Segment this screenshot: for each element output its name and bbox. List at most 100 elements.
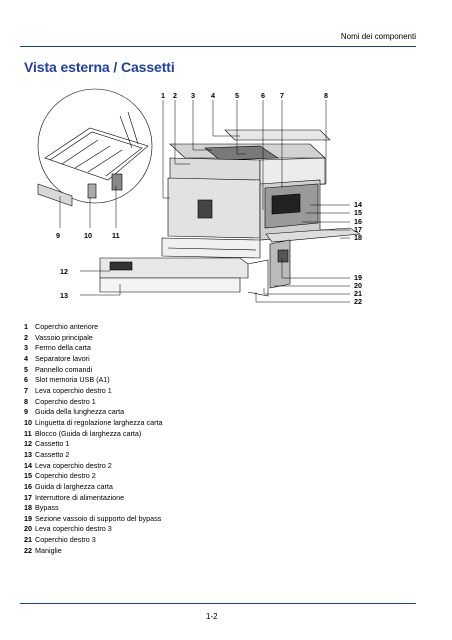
legend-label: Linguetta di regolazione larghezza carta <box>35 417 163 427</box>
legend-number: 22 <box>24 545 32 555</box>
callout-10: 10 <box>84 231 92 240</box>
legend-number: 3 <box>24 343 28 353</box>
callout-13: 13 <box>60 291 68 300</box>
legend-label: Sezione vassoio di supporto del bypass <box>35 513 162 523</box>
section-title: Vista esterna / Cassetti <box>24 59 175 75</box>
legend-label: Bypass <box>35 503 59 513</box>
inset-tray-detail <box>37 111 149 207</box>
legend-label: Separatore lavori <box>35 353 90 363</box>
legend-label: Guida di larghezza carta <box>35 481 113 491</box>
legend-item: 3 Fermo della carta <box>24 343 162 354</box>
legend-number: 2 <box>24 332 28 342</box>
callout-4: 4 <box>211 91 215 100</box>
legend-number: 15 <box>24 471 32 481</box>
legend-label: Blocco (Guida di larghezza carta) <box>35 428 142 438</box>
legend-item: 4 Separatore lavori <box>24 354 162 365</box>
callout-11: 11 <box>112 231 120 240</box>
legend-label: Fermo della carta <box>35 343 91 353</box>
callout-6: 6 <box>261 91 265 100</box>
header-rule <box>20 46 416 47</box>
legend-label: Coperchio anteriore <box>35 322 99 331</box>
callout-1: 1 <box>161 91 165 100</box>
callout-9: 9 <box>56 231 60 240</box>
legend-label: Interruttore di alimentazione <box>35 492 125 502</box>
legend-label: Leva coperchio destro 1 <box>35 385 112 395</box>
callout-20: 20 <box>354 281 362 290</box>
legend-number: 8 <box>24 396 28 406</box>
legend-number: 1 <box>24 322 28 331</box>
legend-number: 16 <box>24 481 32 491</box>
footer-rule <box>20 603 416 604</box>
legend-number: 7 <box>24 385 28 395</box>
legend-number: 19 <box>24 513 32 523</box>
legend-label: Coperchio destro 2 <box>35 471 96 481</box>
legend-number: 21 <box>24 535 32 545</box>
legend-label: Pannello comandi <box>35 364 93 374</box>
legend-number: 20 <box>24 524 32 534</box>
legend-label: Leva coperchio destro 2 <box>35 460 112 470</box>
legend-number: 10 <box>24 417 32 427</box>
callout-8: 8 <box>324 91 328 100</box>
legend-label: Coperchio destro 3 <box>35 535 96 545</box>
legend-number: 9 <box>24 407 28 417</box>
callout-7: 7 <box>280 91 284 100</box>
component-legend: 1 Coperchio anteriore 2 Vassoio principale… <box>24 322 162 556</box>
legend-label: Cassetto 2 <box>35 449 70 459</box>
callout-16: 16 <box>354 217 362 226</box>
legend-item: 5 Pannello comandi <box>24 365 162 376</box>
legend-label: Leva coperchio destro 3 <box>35 524 112 534</box>
printer-illustration: 1 2 3 4 5 6 7 8 9 10 11 12 13 14 15 16 1… <box>20 88 420 314</box>
legend-label: Maniglie <box>35 545 62 555</box>
callout-2: 2 <box>173 91 177 100</box>
legend-number: 6 <box>24 375 28 385</box>
callout-3: 3 <box>191 91 195 100</box>
legend-label: Cassetto 1 <box>35 439 70 449</box>
legend-number: 17 <box>24 492 32 502</box>
printer-body <box>99 129 361 297</box>
legend-number: 11 <box>24 428 32 438</box>
legend-label: Guida della lunghezza carta <box>35 407 125 417</box>
legend-number: 5 <box>24 364 28 374</box>
callout-18: 18 <box>354 233 362 242</box>
legend-number: 4 <box>24 353 28 363</box>
legend-label: Vassoio principale <box>35 332 93 342</box>
callout-12: 12 <box>60 267 68 276</box>
legend-item: 7 Leva coperchio destro 1 <box>24 386 162 397</box>
running-header: Nomi dei componenti <box>340 32 416 41</box>
legend-number: 12 <box>24 439 32 449</box>
callout-15: 15 <box>354 208 362 217</box>
legend-label: Coperchio destro 1 <box>35 396 96 406</box>
callout-19: 19 <box>354 273 362 282</box>
legend-label: Slot memoria USB (A1) <box>35 375 110 385</box>
callout-22: 22 <box>354 297 362 306</box>
inset-circle <box>37 88 153 204</box>
callout-21: 21 <box>354 289 362 298</box>
printer-drawing: 1 2 3 4 5 6 7 8 9 10 11 12 13 14 15 16 1… <box>37 88 362 306</box>
legend-number: 14 <box>24 460 32 470</box>
legend-item: 8 Coperchio destro 1 <box>24 397 162 408</box>
legend-number: 18 <box>24 503 32 513</box>
page-number: 1-2 <box>206 612 218 621</box>
callout-17: 17 <box>354 225 362 234</box>
legend-item: 6 Slot memoria USB (A1) <box>24 375 162 386</box>
legend-number: 13 <box>24 449 32 459</box>
callout-14: 14 <box>354 200 362 209</box>
callout-leaders <box>59 100 350 303</box>
legend-item: 2 Vassoio principale <box>24 333 162 344</box>
legend-item: 1 Coperchio anteriore <box>24 322 162 333</box>
callout-5: 5 <box>235 91 239 100</box>
legend-item: 9 Guida della lunghezza carta <box>24 407 162 418</box>
